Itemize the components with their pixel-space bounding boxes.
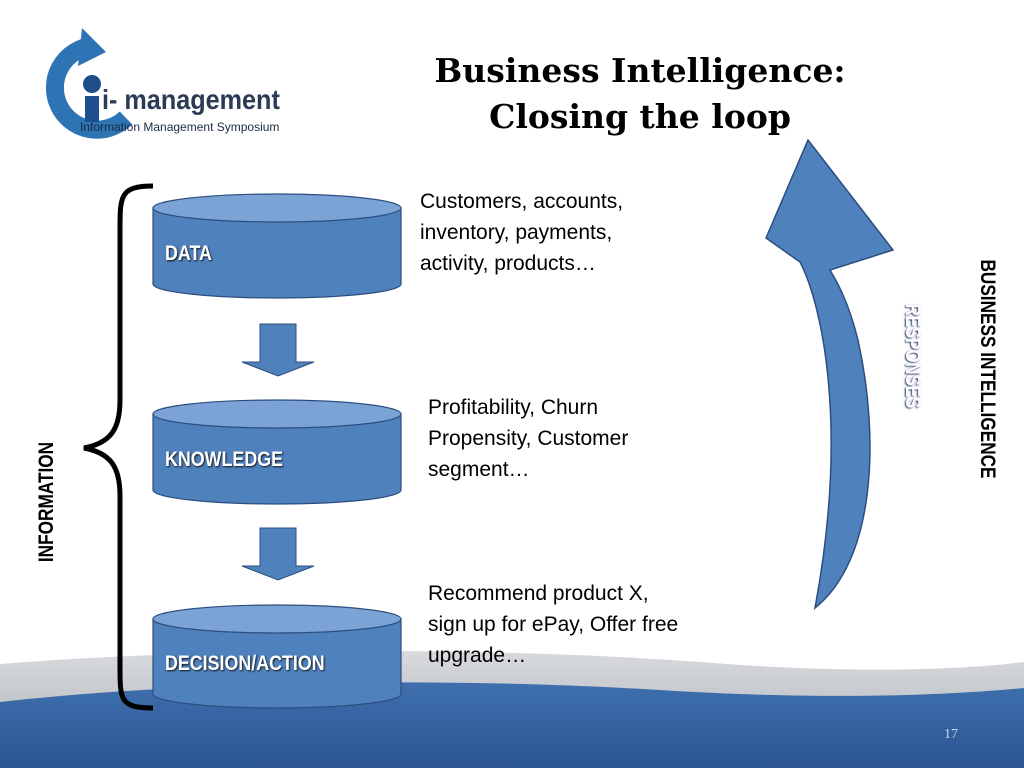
stage-label-knowledge: KNOWLEDGE — [165, 448, 284, 471]
stage-description-decision: Recommend product X, sign up for ePay, O… — [428, 578, 748, 671]
logo — [45, 28, 133, 139]
down-arrow-2 — [241, 527, 315, 581]
stage-label-data: DATA — [165, 242, 212, 265]
description-line: activity, products… — [420, 252, 596, 275]
stage-description-data: Customers, accounts, inventory, payments… — [420, 186, 740, 279]
logo-subtext: Information Management Symposium — [80, 120, 280, 134]
page-number: 17 — [944, 727, 958, 742]
description-line: Profitability, Churn — [428, 396, 599, 419]
description-line: inventory, payments, — [420, 221, 613, 244]
information-brace — [83, 183, 154, 711]
responses-label: RESPONSES — [901, 303, 924, 409]
description-line: segment… — [428, 458, 530, 481]
cylinder-knowledge — [152, 399, 402, 505]
down-arrow-1 — [241, 323, 315, 377]
cylinder-decision — [152, 604, 402, 709]
business-intelligence-label: BUSINESS INTELLIGENCE — [976, 259, 999, 479]
description-line: sign up for ePay, Offer free — [428, 613, 679, 636]
responses-loop-arrow — [765, 138, 895, 610]
description-line: Propensity, Customer — [428, 427, 629, 450]
page-title: Business Intelligence: Closing the loop — [400, 48, 880, 140]
description-line: Customers, accounts, — [420, 190, 624, 213]
title-line-2: Closing the loop — [489, 97, 791, 136]
information-label: INFORMATION — [35, 441, 58, 563]
cylinder-data — [152, 193, 402, 299]
circular-arrow-icon — [45, 28, 133, 139]
stage-label-decision: DECISION/ACTION — [165, 652, 325, 675]
logo-i-letter — [83, 75, 101, 122]
title-line-1: Business Intelligence: — [434, 51, 846, 90]
logo-text: i- management — [102, 84, 280, 115]
description-line: Recommend product X, — [428, 582, 649, 605]
description-line: upgrade… — [428, 644, 527, 667]
stage-description-knowledge: Profitability, Churn Propensity, Custome… — [428, 392, 748, 485]
